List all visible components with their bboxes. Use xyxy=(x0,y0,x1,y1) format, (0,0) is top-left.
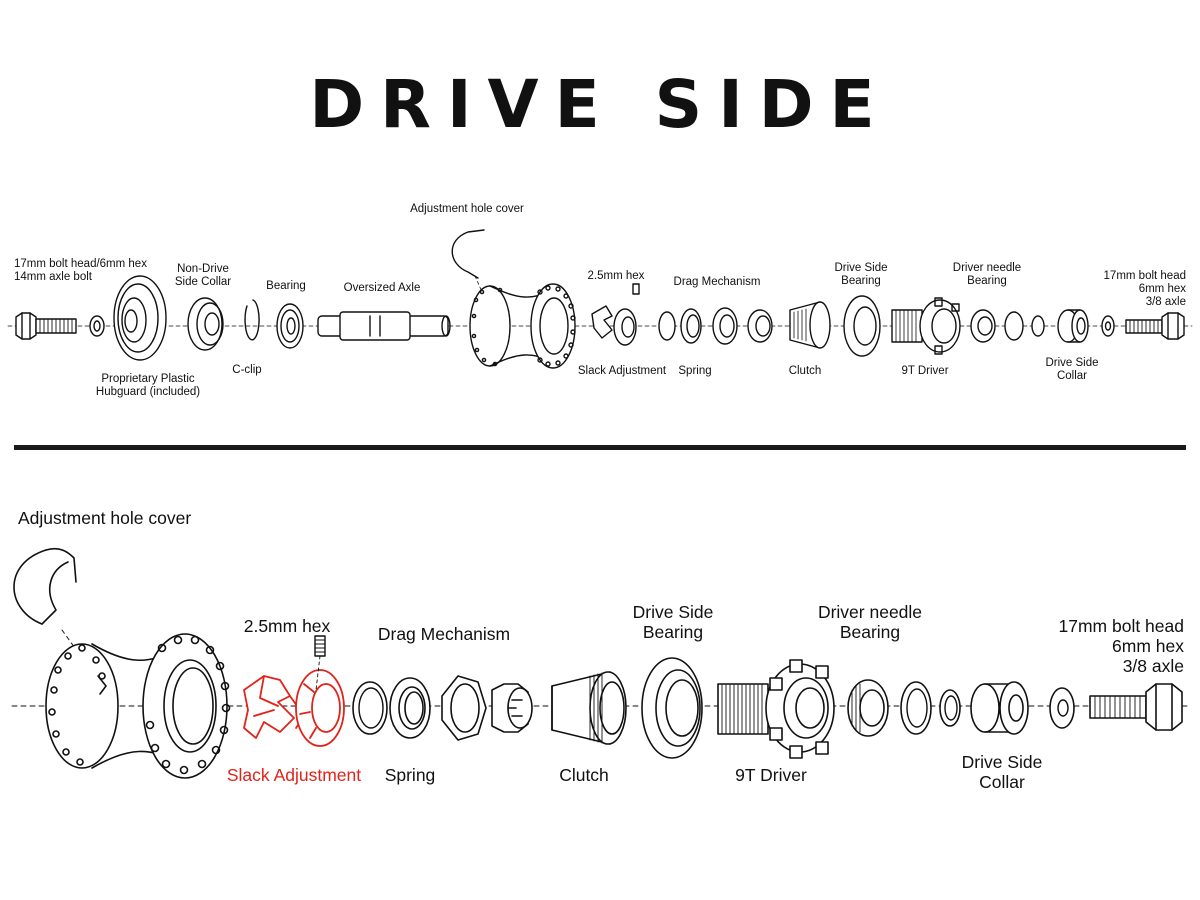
bottom-needle-bearing-part xyxy=(847,679,889,737)
label-drag-mechanism: Drag Mechanism xyxy=(673,276,761,288)
top-non-drive-collar-part xyxy=(187,297,224,351)
top-drive-side-bearing-part xyxy=(843,295,881,357)
top-slack-adjustment-part xyxy=(591,283,640,346)
label-slack-adjustment: Slack Adjustment xyxy=(577,365,667,377)
top-drive-side-collar-part xyxy=(1057,309,1089,343)
bottom-clutch-part xyxy=(551,671,627,745)
label-hex-large: 2.5mm hex xyxy=(243,616,331,636)
label-9t-driver: 9T Driver xyxy=(901,365,949,377)
bottom-drive-side-bearing-part xyxy=(641,657,703,759)
top-drag-cup-part xyxy=(747,309,773,343)
top-washer-right-part xyxy=(1101,315,1115,337)
bottom-drive-side-collar-part xyxy=(970,681,1029,735)
bottom-drag-plate-part xyxy=(441,675,487,741)
bottom-axle-bolt-right-part xyxy=(1089,683,1183,731)
top-bearing-part xyxy=(276,303,304,349)
label-adjustment-hole-cover: Adjustment hole cover xyxy=(410,203,524,215)
label-c-clip: C-clip xyxy=(232,364,262,376)
section-divider xyxy=(14,445,1186,450)
top-clutch-part xyxy=(789,301,831,349)
top-axle-bolt-right-part xyxy=(1125,312,1185,340)
bottom-washer-part xyxy=(1049,687,1075,729)
top-washer-part xyxy=(89,315,105,337)
top-adjustment-cover-part xyxy=(451,229,485,279)
top-spring-part xyxy=(680,308,702,344)
top-driver-9t-part xyxy=(891,297,961,355)
bottom-drag-ring-part xyxy=(352,681,388,735)
label-hex: 2.5mm hex xyxy=(587,270,645,282)
label-adjustment-hole-cover-large: Adjustment hole cover xyxy=(18,508,192,528)
top-drag-ring-part xyxy=(658,311,676,341)
bottom-hex-screw-part xyxy=(314,635,326,691)
bottom-spacer-ring-part xyxy=(900,681,932,735)
label-slack-adjustment-large: Slack Adjustment xyxy=(226,765,362,785)
top-hubguard-part xyxy=(113,275,167,361)
label-clutch-large: Clutch xyxy=(559,765,609,785)
top-c-clip-part xyxy=(244,299,260,341)
top-hub-shell-part xyxy=(469,283,576,369)
top-axle-bolt-left-part xyxy=(15,312,77,340)
label-9t-driver-large: 9T Driver xyxy=(735,765,807,785)
label-clutch: Clutch xyxy=(788,365,822,377)
label-oversized-axle: Oversized Axle xyxy=(343,282,421,294)
label-bearing: Bearing xyxy=(266,280,306,292)
top-oversized-axle-part xyxy=(317,311,451,341)
label-spring: Spring xyxy=(678,365,712,377)
bottom-slack-adjustment-part xyxy=(243,669,345,747)
bottom-hub-shell-part xyxy=(45,633,231,779)
label-spring-large: Spring xyxy=(384,765,436,785)
bottom-spring-part xyxy=(389,677,431,739)
label-drag-mechanism-large: Drag Mechanism xyxy=(377,624,511,644)
bottom-driver-9t-part xyxy=(717,659,835,759)
bottom-drag-cup-part xyxy=(491,683,533,733)
page-title: DRIVE SIDE xyxy=(309,66,891,143)
